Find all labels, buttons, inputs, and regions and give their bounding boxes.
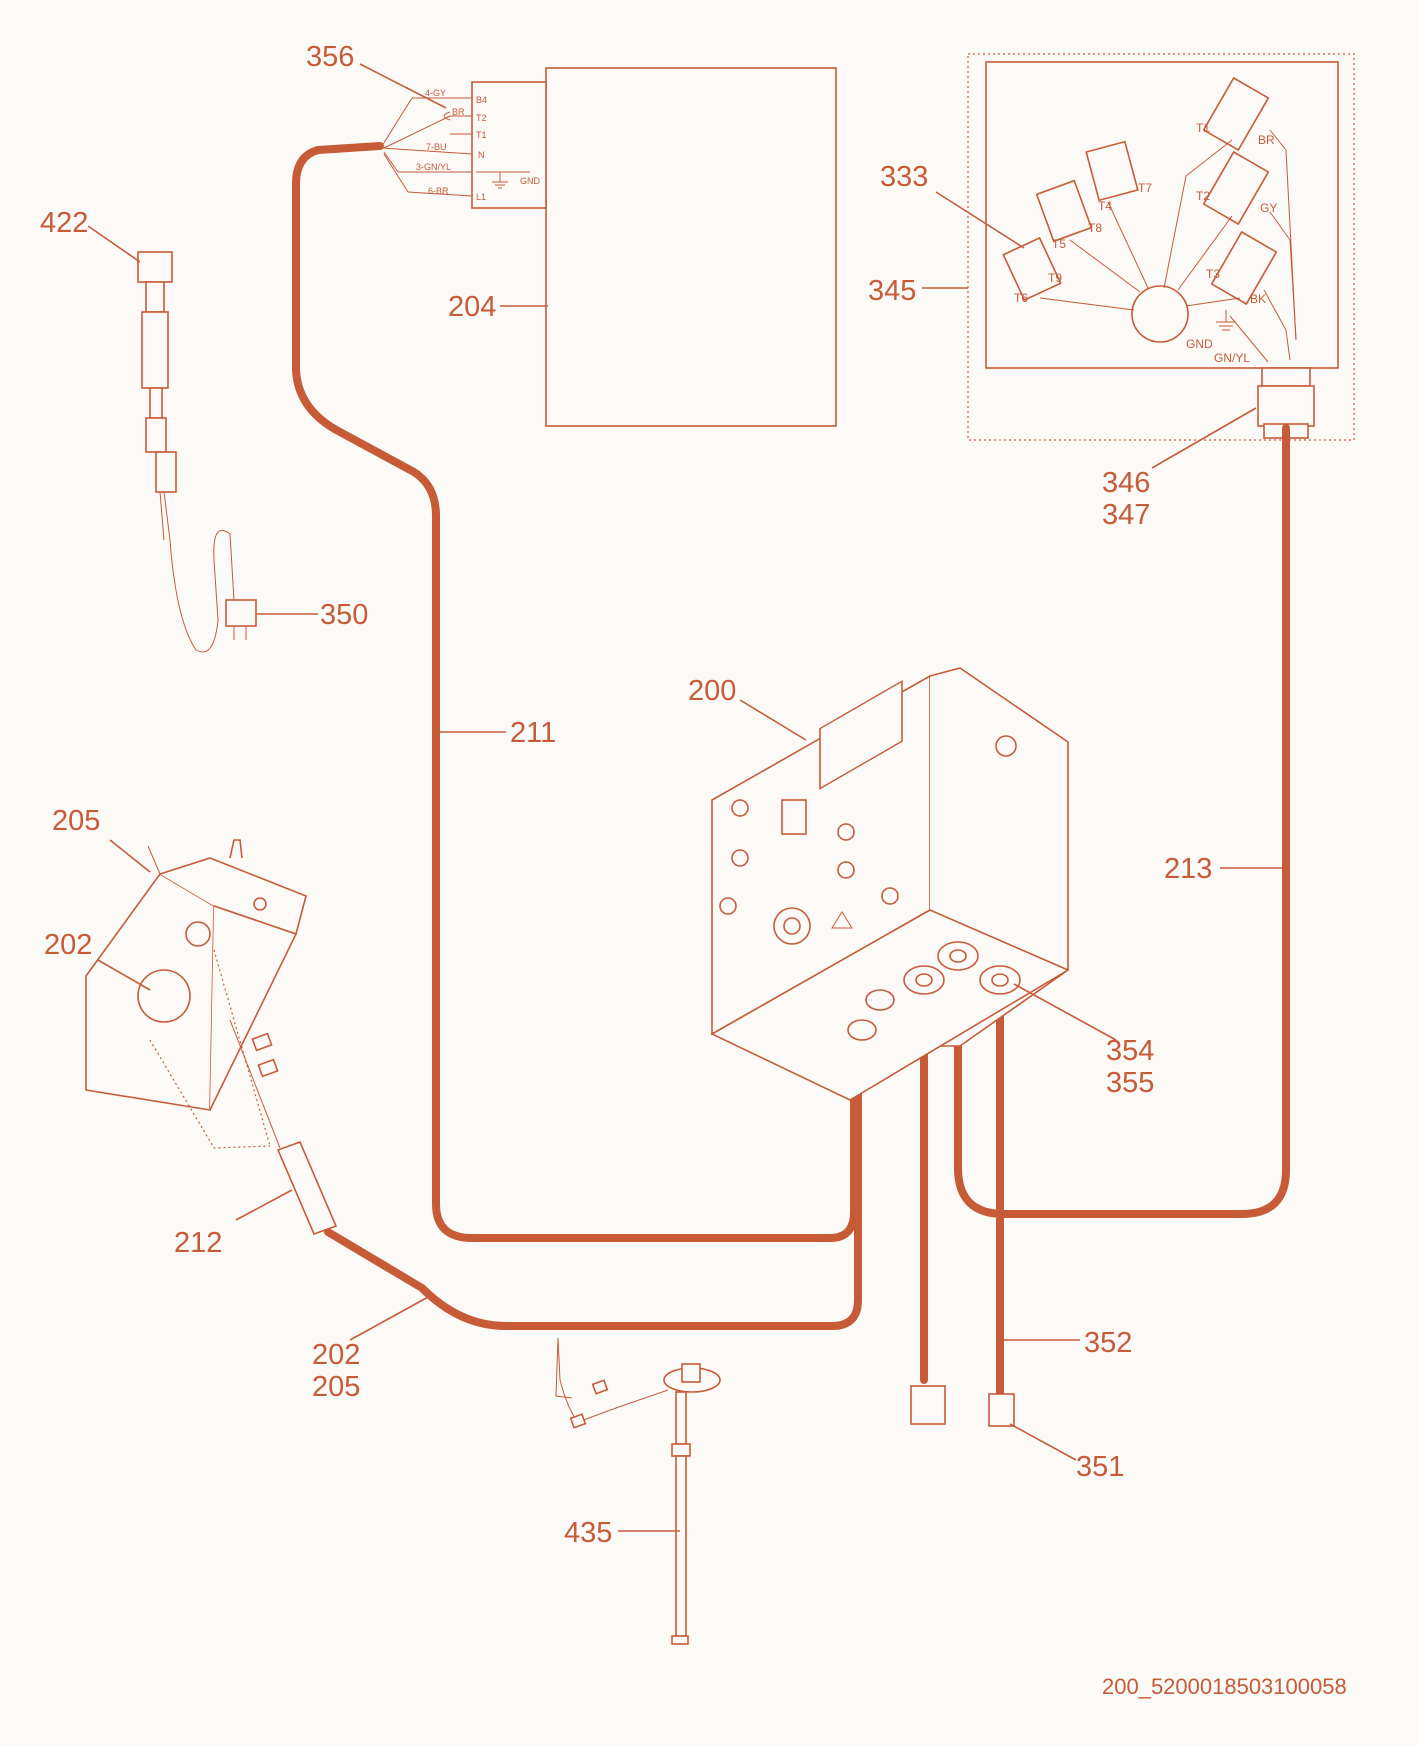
- transducer-block-202: [85, 839, 338, 1236]
- wire-label-7bu: 7-BU: [426, 142, 447, 152]
- motor-terminal-t5: T5: [1052, 237, 1066, 251]
- plug-351: [988, 1393, 1015, 1427]
- wire-label-3gnyl: 3-GN/YL: [416, 162, 451, 172]
- leader-lines: [87, 63, 1286, 1532]
- callout-356: 356: [306, 41, 354, 73]
- wire-color-gy: GY: [1260, 201, 1277, 215]
- wire-label-br: BR: [452, 107, 465, 117]
- motor-ground-label: GND: [1186, 337, 1213, 351]
- callout-202-bottom: 202: [312, 1339, 360, 1371]
- callout-346: 346: [1102, 467, 1150, 499]
- drawing-id: 200_5200018503100058: [1102, 1674, 1347, 1699]
- wire-label-4gy: 4-GY: [425, 88, 446, 98]
- motor-terminal-t8: T8: [1088, 221, 1102, 235]
- terminal-t2: T2: [476, 113, 487, 123]
- callout-345: 345: [868, 275, 916, 307]
- junction-box-204: [381, 67, 837, 427]
- callout-200: 200: [688, 675, 736, 707]
- motor-terminal-t3: T3: [1206, 267, 1220, 281]
- callout-205-bottom: 205: [312, 1371, 360, 1403]
- cable-211: [292, 142, 858, 1242]
- callout-212: 212: [174, 1227, 222, 1259]
- terminal-t1: T1: [476, 130, 487, 140]
- callout-333: 333: [880, 161, 928, 193]
- callout-422: 422: [40, 207, 88, 239]
- callout-355: 355: [1106, 1067, 1154, 1099]
- motor-terminal-t9: T9: [1048, 271, 1062, 285]
- terminal-n: N: [478, 150, 485, 160]
- motor-ground-wire-label: GN/YL: [1214, 351, 1250, 365]
- callout-211: 211: [510, 717, 556, 749]
- callout-204: 204: [448, 291, 496, 323]
- sensor-422: [137, 251, 257, 653]
- wire-color-bk: BK: [1250, 292, 1266, 306]
- motor-terminal-t2: T2: [1196, 189, 1210, 203]
- cable-202-205: [324, 1026, 862, 1330]
- motor-terminal-t6: T6: [1014, 291, 1028, 305]
- callout-352: 352: [1084, 1327, 1132, 1359]
- level-sensor-435: [555, 1337, 721, 1645]
- plug-left: [910, 1385, 946, 1425]
- terminal-gnd: GND: [520, 176, 541, 186]
- callout-202-top: 202: [44, 929, 92, 961]
- callout-351: 351: [1076, 1451, 1124, 1483]
- terminal-l1: L1: [476, 192, 486, 202]
- callout-435: 435: [564, 1517, 612, 1549]
- motor-terminal-t1: T1: [1196, 121, 1210, 135]
- control-box-200: [710, 667, 1070, 1101]
- motor-terminal-t4: T4: [1098, 199, 1112, 213]
- terminal-b4: B4: [476, 95, 487, 105]
- callout-350: 350: [320, 599, 368, 631]
- callout-347: 347: [1102, 499, 1150, 531]
- motor-terminal-box-345: [967, 53, 1355, 441]
- wire-color-br: BR: [1258, 133, 1275, 147]
- callout-354: 354: [1106, 1035, 1154, 1067]
- motor-terminal-t7: T7: [1138, 181, 1152, 195]
- wire-label-6br: 6-BR: [428, 186, 449, 196]
- callout-205-top: 205: [52, 805, 100, 837]
- callout-213: 213: [1164, 853, 1212, 885]
